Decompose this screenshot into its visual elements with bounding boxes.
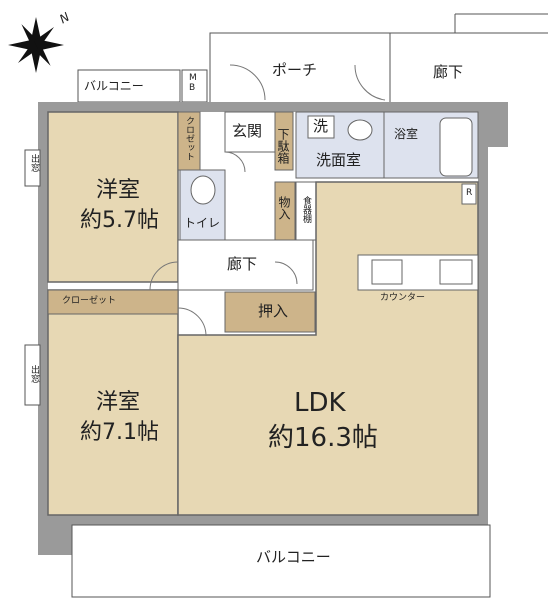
room2-size: 約7.1帖 — [80, 420, 159, 445]
genkan-label: 玄関 — [232, 122, 263, 140]
kitchen-sink-icon — [371, 259, 403, 285]
hallway — [177, 239, 314, 291]
genkan — [224, 111, 276, 153]
sink-icon — [307, 115, 335, 139]
balcony-south-label: バルコニー — [256, 548, 331, 566]
shoe-box — [274, 111, 294, 171]
closet-2 — [47, 289, 179, 315]
closet-1-label: クロゼット — [184, 116, 194, 161]
bay-window-2-label: 出窓 — [29, 365, 39, 383]
balcony-south — [71, 524, 491, 598]
shoe-box-label: 下駄箱 — [276, 128, 290, 164]
stove-icon — [439, 259, 473, 285]
oshiire — [224, 291, 316, 333]
balcony-north — [77, 69, 181, 103]
washroom-label: 洗面室 — [316, 151, 362, 169]
counter-label: カウンター — [380, 293, 426, 303]
storage-label: 物入 — [277, 196, 291, 220]
porch-label: ポーチ — [272, 61, 318, 79]
room-western-2 — [47, 289, 179, 516]
room1-name: 洋室 — [96, 178, 141, 203]
bay-window-2 — [24, 344, 41, 406]
porch-door-swing-2 — [354, 64, 386, 101]
bathroom-label: 浴室 — [394, 127, 419, 141]
bathtub-icon — [439, 117, 473, 177]
toilet-icon — [190, 175, 216, 205]
mb-box — [181, 69, 208, 103]
mb-label: M B — [189, 73, 197, 93]
room1-size: 約5.7帖 — [80, 208, 159, 233]
basin-icon — [347, 119, 373, 141]
r-label: R — [466, 188, 473, 198]
balcony-north-label: バルコニー — [84, 79, 144, 93]
room-western-1 — [47, 111, 179, 283]
porch-area — [209, 13, 548, 104]
ldk-size: 約16.3帖 — [268, 423, 378, 453]
room2-name: 洋室 — [96, 390, 141, 415]
r-box — [461, 183, 477, 205]
compass-rose-icon — [8, 17, 64, 73]
bay-window-1 — [24, 149, 41, 187]
ldk-name: LDK — [294, 388, 346, 418]
bay-window-1-label: 出窓 — [29, 154, 39, 172]
oshiire-label: 押入 — [258, 302, 289, 320]
door-swings — [149, 151, 298, 337]
closet-2-label: クローゼット — [62, 296, 117, 306]
hallway-label: 廊下 — [227, 255, 258, 273]
wash-label: 洗 — [313, 117, 329, 135]
porch-door-swing — [229, 64, 266, 101]
toilet-label: トイレ — [184, 216, 221, 230]
pantry-label: 食器棚 — [301, 196, 311, 223]
outside-corridor-label: 廊下 — [433, 63, 464, 81]
